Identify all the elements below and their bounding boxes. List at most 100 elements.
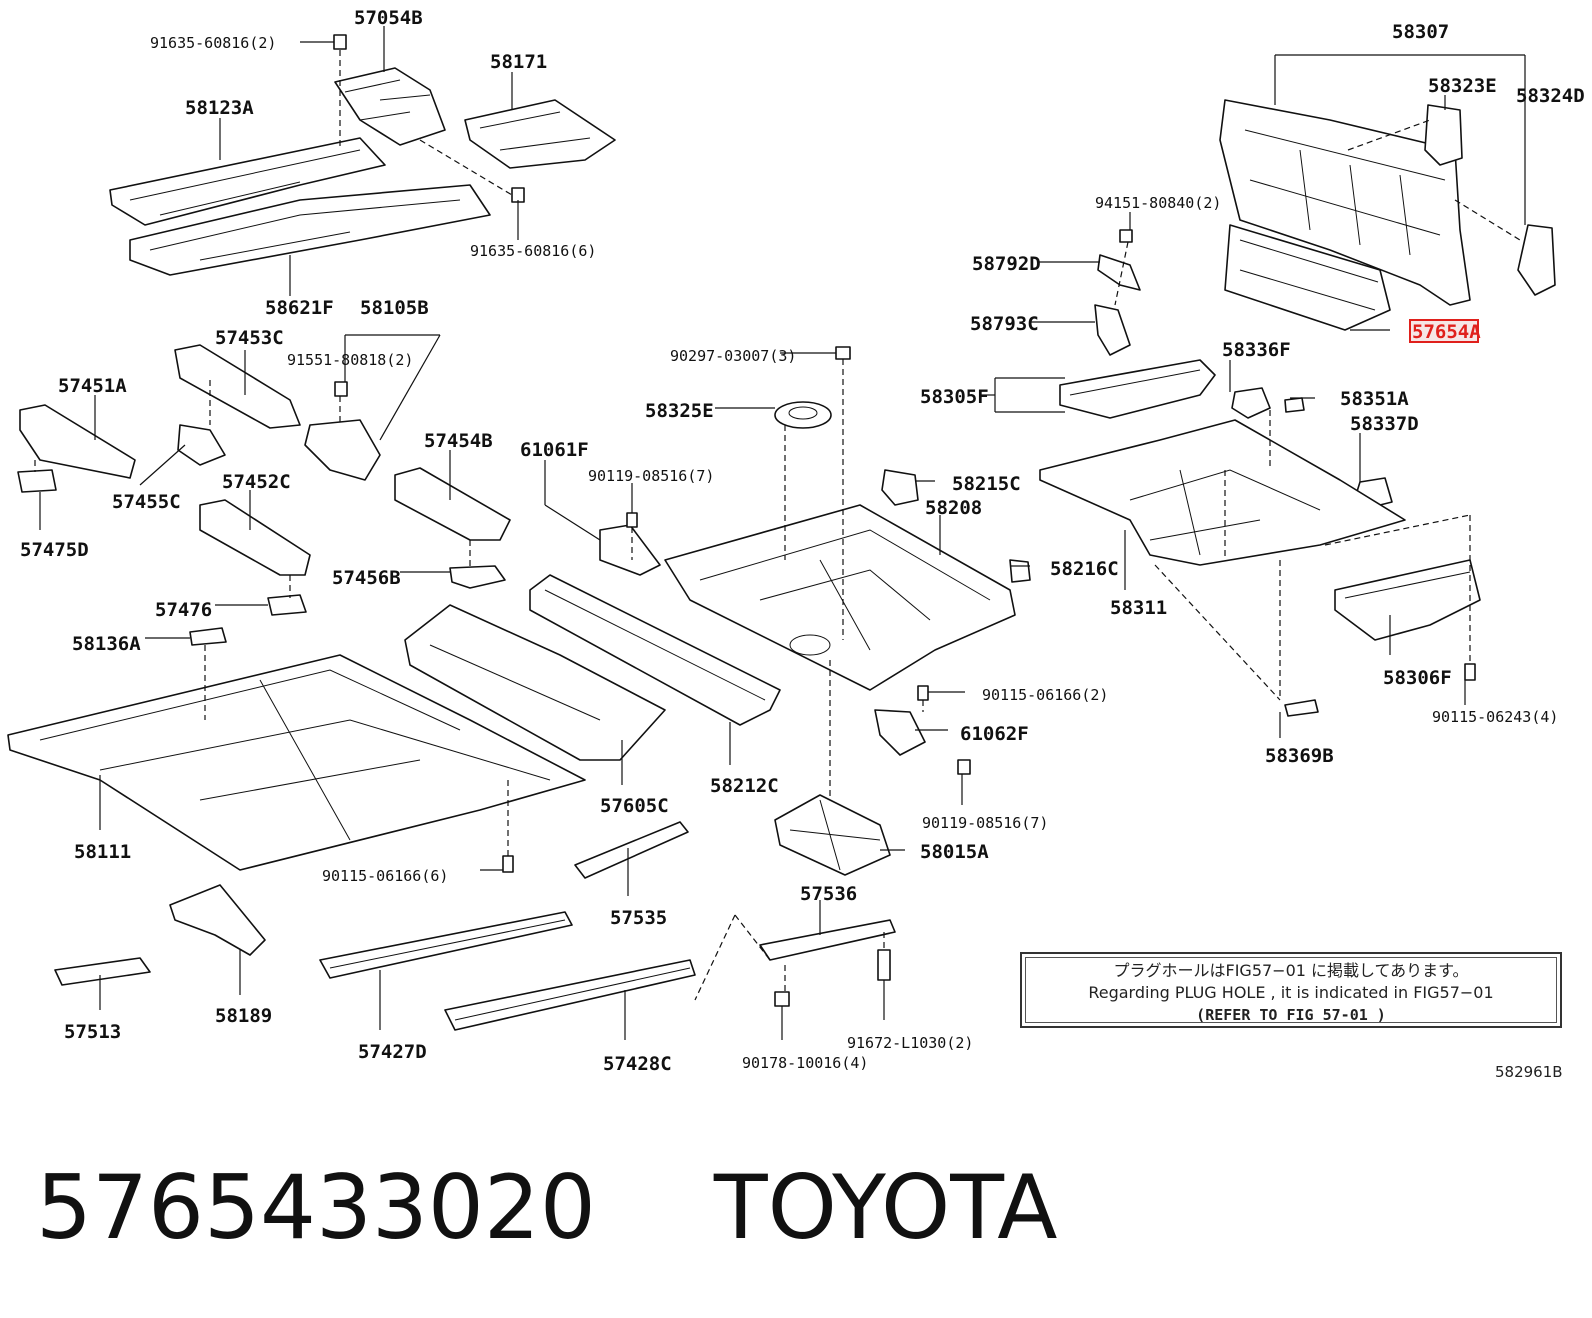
label-58336F[interactable]: 58336F [1222,339,1291,361]
plug-hole-note: プラグホールはFIG57−01 に掲載してあります。 Regarding PLU… [1020,952,1562,1028]
note-line-japanese: プラグホールはFIG57−01 に掲載してあります。 [1113,961,1469,980]
dashed-lines [34,50,1521,1001]
label-57428C[interactable]: 57428C [603,1053,672,1075]
note-line-refer[interactable]: (REFER TO FIG 57-01 ) [1196,1006,1386,1024]
label-57536[interactable]: 57536 [800,883,857,905]
label-58136A[interactable]: 58136A [72,633,141,655]
part-58189-drawing [169,884,266,956]
label-58621F[interactable]: 58621F [265,297,334,319]
label-57605C[interactable]: 57605C [600,795,669,817]
part-58323E-drawing [1424,104,1463,166]
label-58105B[interactable]: 58105B [360,297,429,319]
label-58212C[interactable]: 58212C [710,775,779,797]
label-58793C[interactable]: 58793C [970,313,1039,335]
label-91551-80818-2[interactable]: 91551-80818(2) [287,351,413,369]
highlight-box-57654A [1409,319,1479,343]
part-57513-drawing [54,957,151,986]
part-58306F-drawing [1334,559,1481,641]
label-57513[interactable]: 57513 [64,1021,121,1043]
label-90178-10016-4[interactable]: 90178-10016(4) [742,1054,868,1072]
label-58208[interactable]: 58208 [925,497,982,519]
part-58792D-drawing [1097,254,1141,291]
label-58215C[interactable]: 58215C [952,473,1021,495]
part-58307-drawing [1219,99,1471,306]
label-91672-L1030-2[interactable]: 91672-L1030(2) [847,1034,973,1052]
label-90115-06166-2[interactable]: 90115-06166(2) [982,686,1108,704]
part-58216C-drawing [1009,559,1031,583]
label-58792D[interactable]: 58792D [972,253,1041,275]
part-57476-drawing [267,594,307,616]
label-58324D[interactable]: 58324D [1516,85,1585,107]
figure-code: 582961B [1495,1063,1563,1081]
label-57535[interactable]: 57535 [610,907,667,929]
part-58324D-drawing [1517,224,1556,296]
label-94151-80840-2[interactable]: 94151-80840(2) [1095,194,1221,212]
part-57456B-drawing [449,565,506,589]
part-57454B-drawing [394,467,511,541]
part-58015A-drawing [774,794,891,876]
part-58305F-drawing [1059,359,1216,419]
part-57455C-drawing [177,424,226,466]
part-58123A-drawing [109,137,386,226]
label-57054B[interactable]: 57054B [354,7,423,29]
label-58307[interactable]: 58307 [1392,21,1449,43]
caption-brand: TOYOTA [713,1156,1058,1259]
label-57476[interactable]: 57476 [155,599,212,621]
label-57455C[interactable]: 57455C [112,491,181,513]
label-57456B[interactable]: 57456B [332,567,401,589]
note-line-english: Regarding PLUG HOLE , it is indicated in… [1088,983,1494,1002]
label-90115-06243-4[interactable]: 90115-06243(4) [1432,708,1558,726]
label-57427D[interactable]: 57427D [358,1041,427,1063]
label-58171[interactable]: 58171 [490,51,547,73]
label-58189[interactable]: 58189 [215,1005,272,1027]
label-90115-06166-6[interactable]: 90115-06166(6) [322,867,448,885]
leader-lines [39,26,1526,1040]
label-58111[interactable]: 58111 [74,841,131,863]
label-91635-60816-2[interactable]: 91635-60816(2) [150,34,276,52]
part-58212C-drawing [529,574,781,726]
label-61062F[interactable]: 61062F [960,723,1029,745]
label-90119-08516-7a[interactable]: 90119-08516(7) [588,467,714,485]
part-58105B-drawing [304,419,381,481]
part-58171-drawing [464,99,616,169]
part-57451A-drawing [19,404,136,479]
label-58015A[interactable]: 58015A [920,841,989,863]
label-90297-03007-3[interactable]: 90297-03007(3) [670,347,796,365]
part-58621F-drawing [129,184,491,276]
label-58306F[interactable]: 58306F [1383,667,1452,689]
label-58123A[interactable]: 58123A [185,97,254,119]
part-57427D-drawing [319,911,573,979]
label-61061F[interactable]: 61061F [520,439,589,461]
label-58369B[interactable]: 58369B [1265,745,1334,767]
label-57451A[interactable]: 57451A [58,375,127,397]
part-58136A-drawing [189,627,227,646]
label-58216C[interactable]: 58216C [1050,558,1119,580]
label-57453C[interactable]: 57453C [215,327,284,349]
label-58351A[interactable]: 58351A [1340,388,1409,410]
part-58325E-drawing [774,401,832,429]
fastener-markers [333,34,1476,1007]
label-90119-08516-7b[interactable]: 90119-08516(7) [922,814,1048,832]
note-inner-border [1025,957,1557,1023]
label-58305F[interactable]: 58305F [920,386,989,408]
part-58311-drawing [1039,419,1406,566]
caption-part-number: 5765433020 [36,1156,596,1259]
label-58311[interactable]: 58311 [1110,597,1167,619]
part-57475D-drawing [17,469,57,493]
label-58325E[interactable]: 58325E [645,400,714,422]
part-57535-drawing [574,821,689,879]
part-57428C-drawing [444,959,696,1031]
label-58337D[interactable]: 58337D [1350,413,1419,435]
label-57475D[interactable]: 57475D [20,539,89,561]
label-57452C[interactable]: 57452C [222,471,291,493]
label-57654A[interactable]: 57654A [1412,321,1481,343]
part-58215C-drawing [881,469,919,506]
part-57536-drawing [759,919,896,961]
label-57454B[interactable]: 57454B [424,430,493,452]
part-58208-drawing [664,504,1016,691]
part-58351A-drawing [1284,397,1305,413]
label-58323E[interactable]: 58323E [1428,75,1497,97]
part-58793C-drawing [1094,304,1131,356]
label-91635-60816-6[interactable]: 91635-60816(6) [470,242,596,260]
